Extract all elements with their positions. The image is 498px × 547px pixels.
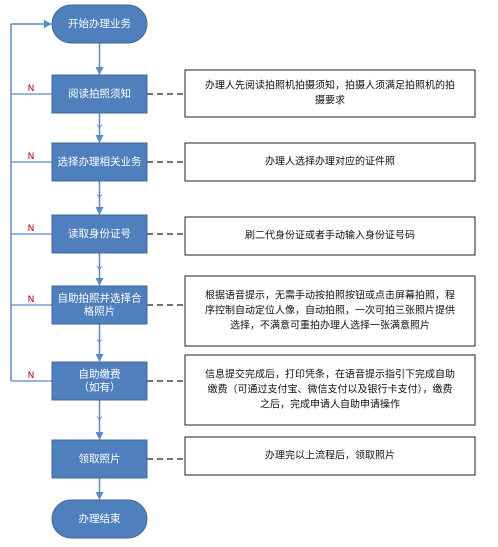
process-step — [51, 74, 148, 114]
process-step-label: 自助拍照并选择合 — [58, 292, 142, 305]
process-step-label: 选择办理相关业务 — [58, 155, 142, 168]
yes-label: Y — [96, 416, 103, 426]
process-step-label: 自助缴费 — [79, 368, 121, 381]
no-label: N — [28, 152, 35, 162]
no-label: N — [28, 295, 35, 305]
note-box — [184, 216, 476, 256]
process-step-label: 阅读拍照须知 — [68, 87, 131, 100]
note-box — [184, 354, 476, 426]
note-box — [184, 436, 476, 476]
end-terminal-shape — [51, 499, 148, 539]
note-box — [184, 69, 476, 118]
note-box — [184, 275, 476, 347]
process-step-label: 格照片 — [84, 305, 116, 318]
note-text: 刷二代身份证或者手动输入身份证号码 — [245, 229, 415, 242]
note-text: 缴费（可通过支付宝、微信支付以及银行卡支付），缴费 — [208, 383, 453, 396]
yes-label: Y — [96, 124, 103, 134]
no-label: N — [28, 84, 35, 94]
note-text: 摄要求 — [315, 94, 345, 107]
note-text: 之后，完成申请人自助申请操作 — [260, 398, 400, 411]
note-text: 办理人先阅读拍照机拍摄须知，拍摄人须满足拍照机的拍 — [205, 79, 455, 92]
no-label: N — [28, 371, 35, 381]
start-terminal-label: 开始办理业务 — [68, 17, 131, 30]
note-text: 办理完以上流程后，领取照片 — [265, 449, 395, 462]
process-step-label: （如有） — [79, 381, 121, 394]
note-text: 根据语音提示，无需手动按拍照按钮或点击屏幕拍照，程 — [205, 289, 455, 302]
note-box — [184, 142, 476, 182]
process-step — [51, 214, 148, 254]
process-step-label: 读取身份证号 — [68, 227, 131, 240]
process-step-label: 领取照片 — [79, 452, 121, 465]
process-step — [51, 439, 148, 479]
note-text: 办理人选择办理对应的证件照 — [265, 155, 395, 168]
note-text: 序控制自动定位人像，自动拍照，一次可拍三张照片提供 — [205, 304, 455, 317]
yes-label: Y — [96, 266, 103, 276]
yes-label: Y — [96, 194, 103, 204]
yes-label: Y — [96, 339, 103, 349]
process-step — [51, 285, 148, 325]
end-terminal-label: 办理结束 — [79, 512, 121, 525]
note-text: 选择，不满意可重拍办理人选择一张满意照片 — [230, 319, 430, 332]
start-terminal-shape — [51, 4, 148, 44]
no-label: N — [28, 224, 35, 234]
note-text: 信息提交完成后，打印凭条，在语音提示指引下完成自助 — [205, 368, 455, 381]
process-step — [51, 142, 148, 182]
process-step — [51, 361, 148, 401]
